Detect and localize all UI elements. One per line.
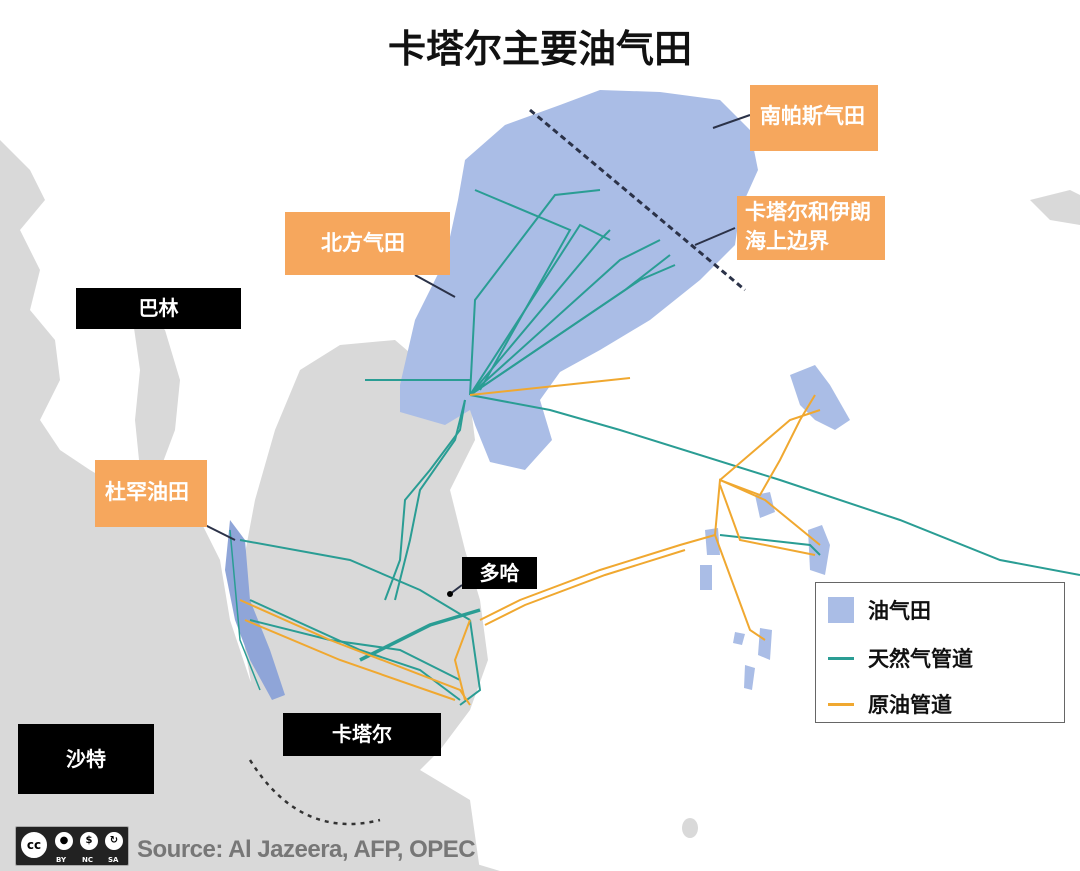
land-iran (1030, 190, 1080, 225)
by-icon: ● (53, 830, 75, 852)
maritime-boundary (529, 108, 746, 292)
doha-marker (447, 591, 453, 597)
offshore-field-4 (705, 528, 720, 555)
legend-item-gas: 天然气管道 (828, 643, 973, 673)
dukhan-field (225, 520, 285, 700)
north-field-south-pars (400, 90, 758, 470)
boundary-line-2: 海上边界 (745, 229, 829, 253)
offshore-field-6 (733, 628, 772, 690)
land-qatar (240, 340, 488, 830)
oil-pipelines (239, 377, 821, 706)
label-doha: 多哈 (462, 557, 537, 589)
field-swatch-icon (828, 597, 854, 623)
land-west (0, 140, 500, 871)
nc-icon: $ (78, 830, 100, 852)
legend-item-oil: 原油管道 (828, 689, 952, 719)
label-saudi: 沙特 (18, 724, 154, 794)
orange-line-icon (828, 702, 854, 706)
teal-line-icon (828, 656, 854, 660)
sa-icon: ↻ (103, 830, 125, 852)
cc-license-badge: cc ● $ ↻ BY NC SA (15, 826, 129, 866)
by-term: BY (56, 856, 67, 864)
gas-pipelines (229, 189, 1080, 706)
label-north-field: 北方气田 (285, 212, 450, 275)
label-maritime-boundary: 卡塔尔和伊朗 海上边界 (737, 196, 885, 260)
label-bahrain: 巴林 (76, 288, 241, 329)
legend-item-field: 油气田 (828, 595, 931, 625)
cc-icon: cc (19, 830, 49, 860)
legend-label: 原油管道 (868, 693, 952, 717)
nc-term: NC (82, 856, 93, 864)
legend: 油气田 天然气管道 原油管道 (815, 582, 1065, 723)
land-bahrain (130, 300, 180, 470)
boundary-line-1: 卡塔尔和伊朗 (745, 200, 871, 224)
source-credit: Source: Al Jazeera, AFP, OPEC (137, 836, 476, 863)
offshore-field-2 (808, 525, 830, 575)
land-south (250, 720, 480, 871)
label-dukhan: 杜罕油田 (95, 460, 207, 527)
islet (682, 818, 698, 838)
saudi-qatar-border (248, 759, 381, 826)
label-qatar: 卡塔尔 (283, 713, 441, 756)
map-title: 卡塔尔主要油气田 (387, 27, 692, 71)
sa-term: SA (108, 856, 119, 864)
label-south-pars: 南帕斯气田 (750, 85, 878, 151)
legend-label: 天然气管道 (868, 647, 973, 671)
legend-label: 油气田 (868, 599, 931, 623)
offshore-field-5 (700, 565, 712, 590)
offshore-field-1 (790, 365, 850, 430)
